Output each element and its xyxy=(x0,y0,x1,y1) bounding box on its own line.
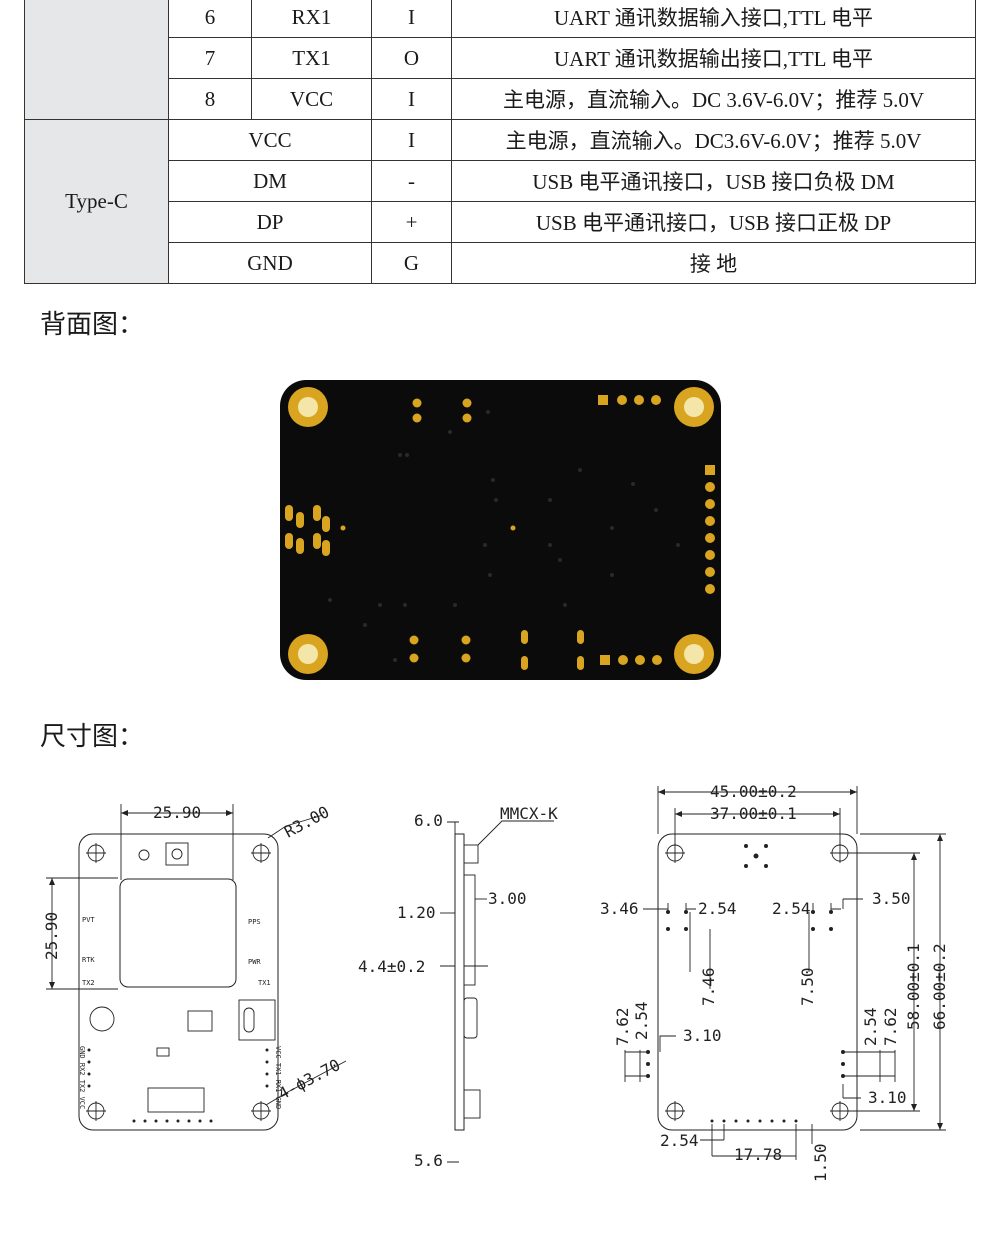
dim-side-1: 1.20 xyxy=(397,903,436,922)
silk-pvt: PVT xyxy=(82,916,95,924)
mounting-hole xyxy=(288,387,714,674)
silk-tx2: TX2 xyxy=(82,979,95,987)
pin-number: 8 xyxy=(168,78,252,120)
back-view-title: 背面图： xyxy=(40,310,145,340)
dim-side-top: 6.0 xyxy=(414,811,443,830)
dim-6600: 66.00±0.2 xyxy=(930,943,949,1030)
pad-dots xyxy=(646,844,845,1123)
mounting-hole-symbol xyxy=(86,843,271,1121)
dim-310b: 3.10 xyxy=(868,1088,907,1107)
dim-750: 7.50 xyxy=(798,967,817,1006)
pin-name: VCC xyxy=(251,78,372,120)
pin-number: 6 xyxy=(168,0,252,38)
dim-762b: 7.62 xyxy=(881,1007,900,1046)
pin-io: - xyxy=(371,160,452,202)
pin-number: 7 xyxy=(168,37,252,79)
pin-name: TX1 xyxy=(251,37,372,79)
mmcx-connector-side xyxy=(463,844,479,864)
pin-name: DM xyxy=(168,160,372,202)
dim-side-bottom: 5.6 xyxy=(414,1151,443,1170)
pin-io: I xyxy=(371,0,452,38)
pin-name: GND xyxy=(168,242,372,284)
usb-c-outline xyxy=(238,999,276,1041)
pin-description: 接 地 xyxy=(451,242,976,284)
pin-io: O xyxy=(371,37,452,79)
silk-tx1: TX1 xyxy=(258,979,271,987)
dim-front-height: 25.90 xyxy=(42,912,61,960)
silk-pwr: PWR xyxy=(248,958,261,966)
antenna-connector-symbol xyxy=(138,849,150,861)
button-outline xyxy=(89,1006,115,1032)
table-row: 6 RX1 I UART 通讯数据输入接口,TTL 电平 xyxy=(24,0,976,120)
pin-io: I xyxy=(371,78,452,120)
dim-side-3: 4.4±0.2 xyxy=(358,957,425,976)
pin-description: 主电源，直流输入。DC 3.6V-6.0V；推荐 5.0V xyxy=(451,78,976,120)
dim-254e: 2.54 xyxy=(660,1131,699,1150)
front-view: PVT PPS RTK PWR TX2 TX1 GND RX2 TX2 VCC … xyxy=(42,802,347,1131)
table-row: Type-C VCC I 主电源，直流输入。DC3.6V-6.0V；推荐 5.0… xyxy=(24,119,976,284)
dim-150: 1.50 xyxy=(811,1143,830,1182)
pcb-board xyxy=(280,380,721,680)
dim-front-width: 25.90 xyxy=(153,803,201,822)
dim-346: 3.46 xyxy=(600,899,639,918)
dim-762a: 7.62 xyxy=(613,1007,632,1046)
dimension-title: 尺寸图： xyxy=(40,722,145,752)
pin-description: USB 电平通讯接口，USB 接口正极 DP xyxy=(451,201,976,243)
solder-pads xyxy=(285,395,715,670)
dim-254d: 2.54 xyxy=(861,1007,880,1046)
dim-254c: 2.54 xyxy=(632,1001,651,1040)
dim-bottom-width-1: 45.00±0.2 xyxy=(710,782,797,801)
dim-side-2: 3.00 xyxy=(488,889,527,908)
mounting-hole-symbol xyxy=(665,843,850,1121)
silk-right-col: VCC TX1 RX1 GND xyxy=(274,1046,282,1109)
dim-5800: 58.00±0.1 xyxy=(904,943,923,1030)
bottom-view: 45.00±0.2 37.00±0.1 3.46 2.54 7.46 2.54 … xyxy=(600,782,949,1182)
dim-254a: 2.54 xyxy=(698,899,737,918)
pin-io: G xyxy=(371,242,452,284)
table-row: DP + USB 电平通讯接口，USB 接口正极 DP xyxy=(25,201,976,243)
table-row: 7 TX1 O UART 通讯数据输出接口,TTL 电平 xyxy=(25,37,976,79)
typec-group-cell: Type-C xyxy=(24,119,169,284)
silk-rtk: RTK xyxy=(82,956,95,964)
table-row: 8 VCC I 主电源，直流输入。DC 3.6V-6.0V；推荐 5.0V xyxy=(25,78,976,120)
side-view: 6.0 5.6 MMCX-K 1.20 3.00 4.4±0.2 xyxy=(358,804,558,1170)
dim-1778: 17.78 xyxy=(734,1145,782,1164)
uart-group-cell xyxy=(24,0,169,120)
silk-left-col: GND RX2 TX2 VCC xyxy=(78,1046,86,1109)
dim-bottom-width-2: 37.00±0.1 xyxy=(710,804,797,823)
vias xyxy=(328,410,680,662)
dim-310a: 3.10 xyxy=(683,1026,722,1045)
pin-table: 6 RX1 I UART 通讯数据输入接口,TTL 电平 7 TX1 O UAR… xyxy=(24,0,976,284)
label-mmcx: MMCX-K xyxy=(500,804,558,823)
pin-description: UART 通讯数据输入接口,TTL 电平 xyxy=(451,0,976,38)
dim-746: 7.46 xyxy=(699,967,718,1006)
gnss-chip-outline xyxy=(119,878,237,988)
dim-corner-radius: R3.00 xyxy=(281,802,332,841)
table-row: GND G 接 地 xyxy=(25,242,976,284)
dim-350: 3.50 xyxy=(872,889,911,908)
silk-pps: PPS xyxy=(248,918,261,926)
pin-io: I xyxy=(371,119,452,161)
dim-hole-diameter: 4-ϕ3.70 xyxy=(275,1055,343,1103)
dim-254b: 2.54 xyxy=(772,899,811,918)
